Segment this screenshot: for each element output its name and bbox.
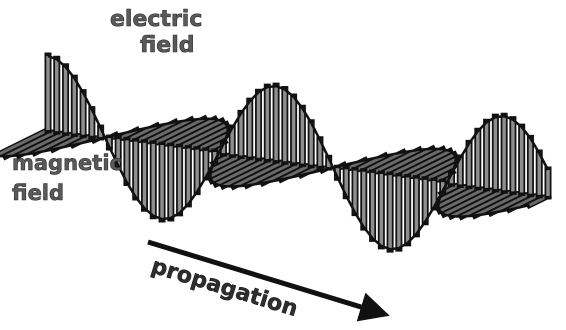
magnetic-field-label-line1: magnetic [12, 151, 122, 175]
magnetic-field-vector-fill [52, 133, 84, 151]
magnetic-field-vector-fill [178, 122, 227, 149]
magnetic-field-vector-fill [380, 147, 434, 176]
electric-field-envelope [47, 54, 550, 251]
magnetic-field-vector-fill [280, 163, 312, 181]
magnetic-field-vector-fill [210, 154, 242, 172]
magnetic-field-vector-fill [363, 150, 404, 174]
magnetic-field-vector-fill [424, 163, 456, 182]
magnetic-field-vector-fill [406, 153, 455, 179]
magnetic-field-vector-fill [4, 129, 58, 158]
magnetic-field-vector-fill [211, 156, 260, 183]
magnetic-field-vector-fill [246, 161, 295, 187]
magnetic-field-label-line2: field [12, 181, 64, 205]
magnetic-field-vector-fill [354, 154, 386, 172]
magnetic-field-vector-fill [0, 128, 49, 156]
magnetic-field-vector-fill [215, 157, 268, 186]
magnetic-field-vector-fill [371, 148, 420, 175]
magnetic-field-vector-fill [450, 188, 505, 218]
magnetic-field-vector-fill [196, 133, 228, 152]
magnetic-field-vector-fill [187, 127, 229, 150]
magnetic-field-vector-fill [443, 187, 497, 216]
magnetic-field-vector-fill [438, 184, 470, 202]
electric-field-label-line2: field [140, 33, 195, 58]
magnetic-field-vector-fill [262, 162, 304, 185]
magnetic-field-vector-fill [389, 147, 444, 177]
electric-field-wave [44, 52, 552, 253]
magnetic-field-vector-fill [209, 155, 251, 178]
magnetic-field-vector-fill [398, 149, 451, 178]
magnetic-field-vector-fill [474, 191, 523, 217]
magnetic-field-vector-fill [437, 185, 479, 208]
magnetic-field-vector-fill [508, 193, 540, 211]
magnetic-field-vector-fill [34, 132, 75, 155]
magnetic-field-vector-fill [461, 190, 514, 218]
magnetic-field-vector-fill [135, 120, 176, 143]
magnetic-field-vector-fill [233, 159, 286, 188]
magnetic-field-vector-fill [490, 192, 532, 215]
propagation-arrow [147, 239, 390, 322]
magnetic-field-vector-fill [222, 158, 277, 188]
magnetic-field-vector-fill [143, 118, 192, 145]
magnetic-field-vector-fill [161, 117, 216, 147]
magnetic-field-vector-fill [415, 157, 457, 180]
magnetic-field-vector-fill [170, 119, 223, 148]
magnetic-field-vector-fill [126, 124, 158, 142]
magnetic-field-vector-fill [18, 130, 67, 157]
magnetic-field-vector-fill [439, 186, 488, 213]
magnetic-field-vector-fill [152, 117, 206, 146]
electric-field-label-line1: electric [110, 7, 202, 32]
